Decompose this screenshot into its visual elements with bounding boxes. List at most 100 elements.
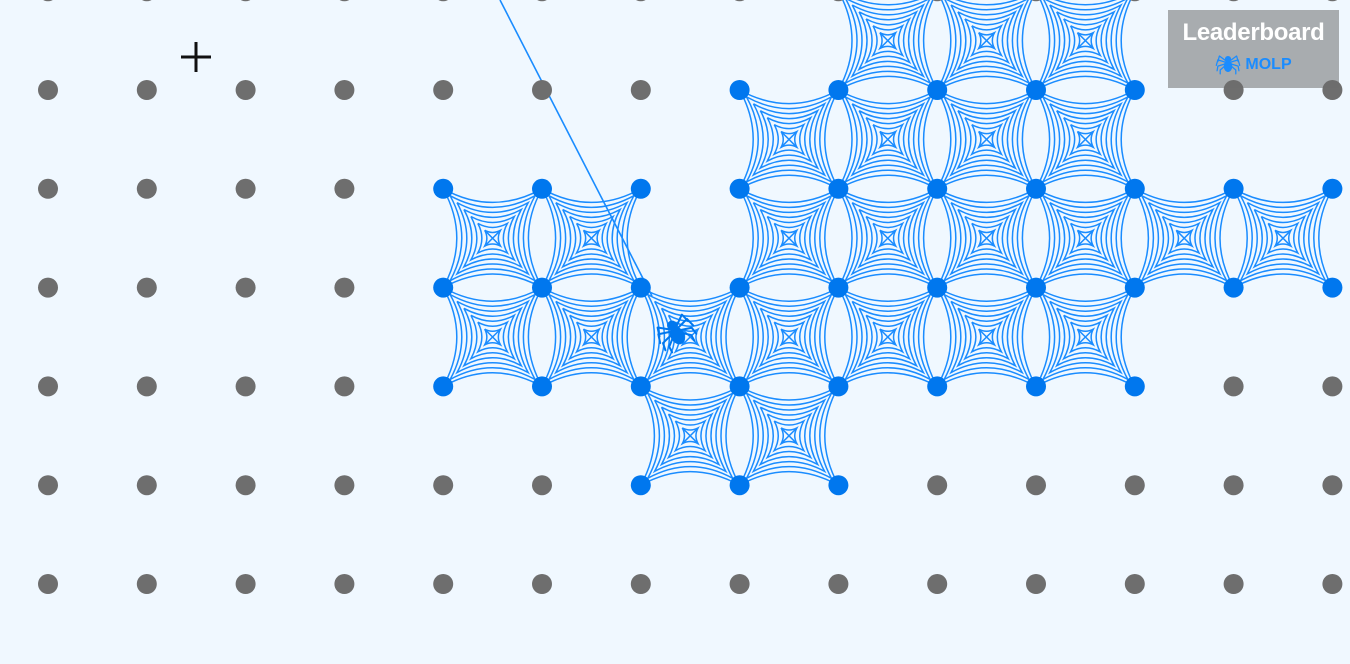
- owned-dot: [828, 376, 849, 397]
- grid-dot: [1322, 475, 1343, 496]
- grid-dot: [136, 376, 157, 397]
- grid-dot: [38, 574, 58, 594]
- grid-dot: [828, 574, 849, 594]
- grid-dot: [334, 376, 355, 397]
- grid-dot: [142, 0, 152, 2]
- grid-dot: [438, 0, 448, 2]
- owned-dot: [1026, 80, 1046, 100]
- grid-dot: [729, 574, 750, 594]
- web-cell: [638, 285, 742, 389]
- grid-dot: [1327, 0, 1338, 2]
- grid-dot: [1228, 0, 1239, 2]
- grid-dot: [136, 178, 157, 199]
- owned-dot: [433, 277, 454, 298]
- web-cell: [441, 186, 544, 290]
- owned-dot: [1124, 277, 1145, 298]
- owned-dot: [1124, 376, 1145, 397]
- grid-dot: [334, 574, 355, 594]
- grid-dot: [1223, 376, 1244, 397]
- grid-dot: [38, 80, 58, 100]
- grid-dot: [136, 475, 157, 496]
- grid-dot: [38, 277, 58, 298]
- grid-dot: [1322, 376, 1343, 397]
- grid-dot: [1223, 574, 1244, 594]
- owned-dot: [630, 178, 651, 199]
- owned-dot: [532, 178, 552, 199]
- grid-dot: [927, 475, 948, 496]
- owned-dot: [1124, 80, 1145, 100]
- grid-dot: [927, 574, 948, 594]
- grid-dot: [532, 80, 552, 100]
- grid-dot: [235, 574, 256, 594]
- grid-dot: [136, 574, 157, 594]
- grid-dot: [38, 475, 58, 496]
- grid-dot: [532, 475, 552, 496]
- grid-dot: [734, 0, 745, 2]
- owned-dot: [1026, 178, 1046, 199]
- owned-dot: [532, 376, 552, 397]
- grid-dot: [235, 80, 256, 100]
- grid-dot: [339, 0, 350, 2]
- crosshair-icon: [181, 42, 211, 72]
- web-cell: [1034, 285, 1137, 389]
- owned-dot: [927, 80, 948, 100]
- grid-dot: [334, 475, 355, 496]
- grid-dot: [235, 277, 256, 298]
- grid-dot: [334, 178, 355, 199]
- grid-dot: [235, 178, 256, 199]
- silk-thread: [499, 0, 653, 297]
- owned-dot: [828, 178, 849, 199]
- owned-dot: [1026, 376, 1046, 397]
- grid-dot: [1130, 0, 1140, 2]
- grid-dot: [235, 376, 256, 397]
- web-cell: [1132, 186, 1236, 290]
- leaderboard-panel: Leaderboard MOLP: [1168, 10, 1339, 88]
- web-cell: [935, 88, 1038, 191]
- grid-dot: [38, 178, 58, 199]
- owned-dot: [828, 475, 849, 496]
- web-cell: [1034, 88, 1137, 191]
- grid-dot: [1026, 574, 1046, 594]
- grid-dot: [630, 80, 651, 100]
- leaderboard-title: Leaderboard: [1182, 19, 1325, 46]
- owned-dot: [433, 376, 454, 397]
- grid-dot: [43, 0, 53, 2]
- owned-dot: [927, 376, 948, 397]
- grid-dot: [636, 0, 646, 2]
- grid-dot: [1322, 574, 1343, 594]
- grid-dot: [1124, 475, 1145, 496]
- grid-dot: [38, 376, 58, 397]
- owned-dot: [532, 277, 552, 298]
- grid-dot: [532, 574, 552, 594]
- web-cell: [836, 285, 940, 389]
- owned-dot: [729, 376, 750, 397]
- owned-dot: [729, 178, 750, 199]
- dots-layer: [38, 0, 1343, 594]
- web-cell: [836, 186, 940, 290]
- grid-dot: [235, 475, 256, 496]
- grid-dot: [240, 0, 251, 2]
- web-cell: [441, 285, 544, 389]
- owned-dot: [630, 376, 651, 397]
- grid-dot: [630, 574, 651, 594]
- owned-dot: [1223, 277, 1244, 298]
- web-cell: [1231, 186, 1335, 290]
- web-cell: [836, 0, 940, 92]
- grid-dot: [433, 574, 454, 594]
- web-cell: [1034, 0, 1137, 92]
- web-cell: [737, 384, 841, 488]
- grid-dot: [334, 277, 355, 298]
- owned-dot: [1026, 277, 1046, 298]
- grid-dot: [1031, 0, 1041, 2]
- owned-dot: [828, 277, 849, 298]
- grid-dot: [1223, 475, 1244, 496]
- grid-dot: [433, 475, 454, 496]
- grid-dot: [136, 277, 157, 298]
- web-cell: [540, 285, 643, 389]
- web-cell: [836, 88, 940, 191]
- web-cell: [540, 186, 643, 290]
- owned-dot: [433, 178, 454, 199]
- owned-dot: [630, 475, 651, 496]
- owned-dot: [1322, 178, 1343, 199]
